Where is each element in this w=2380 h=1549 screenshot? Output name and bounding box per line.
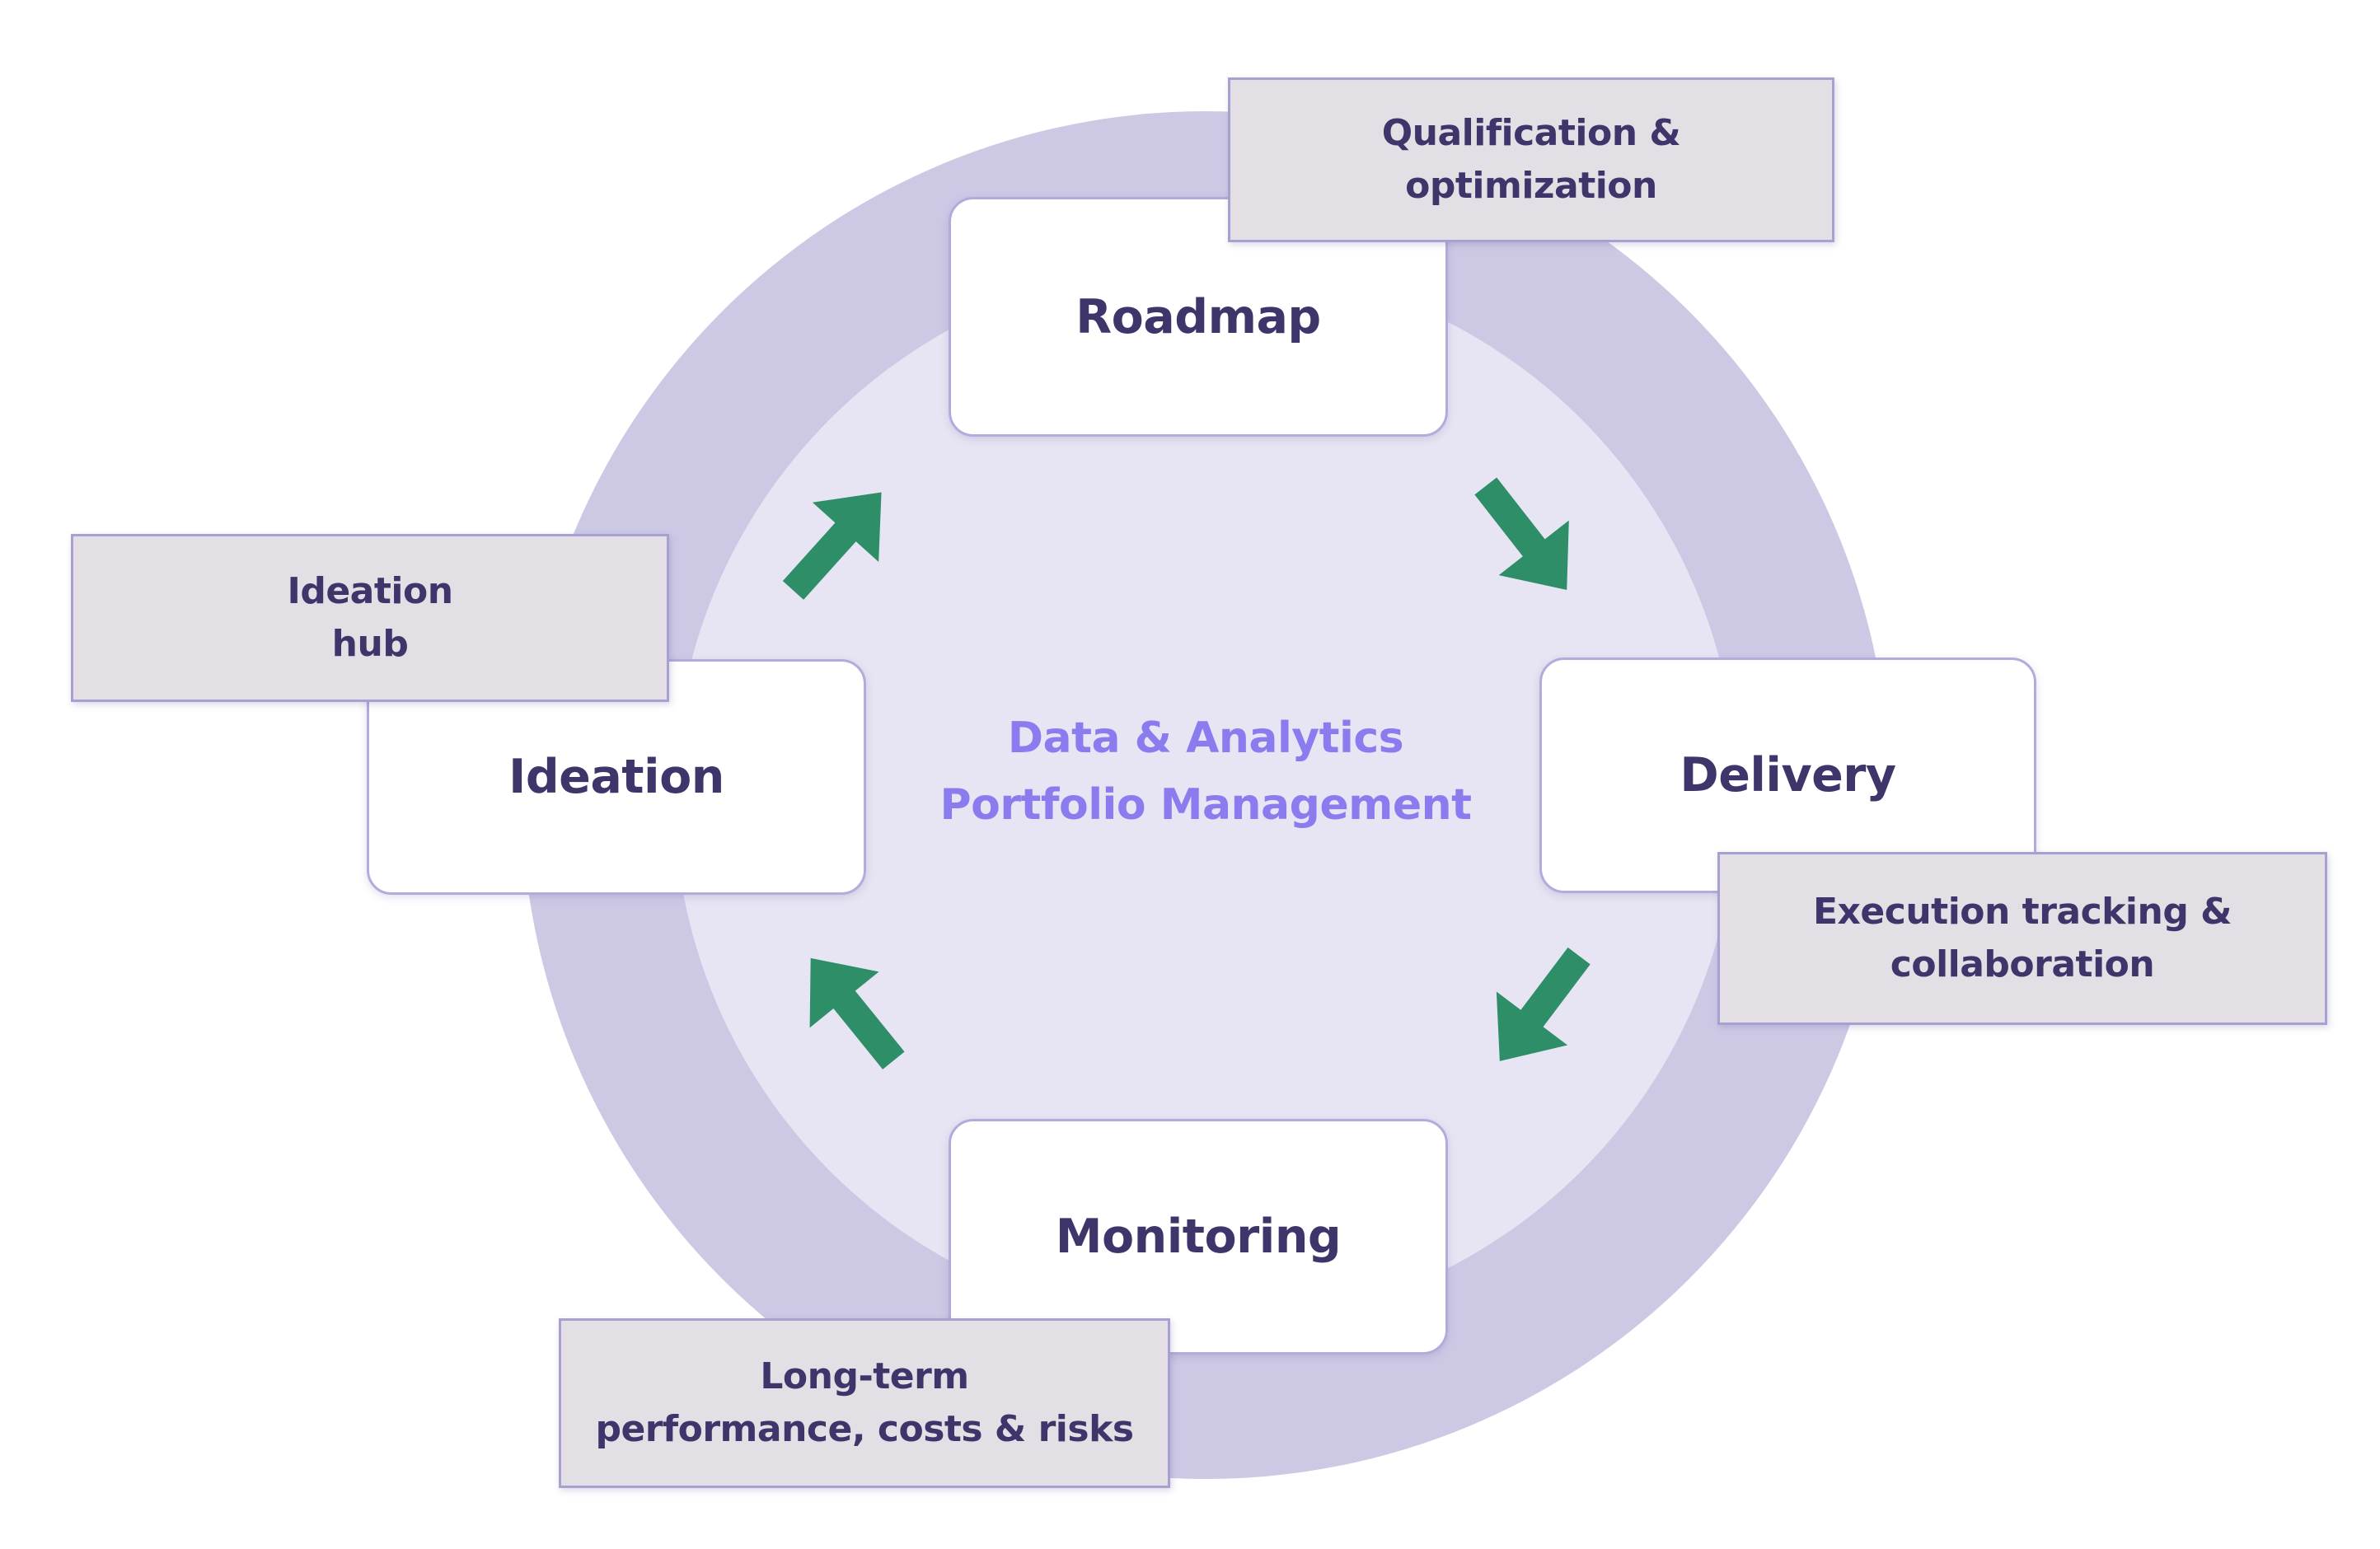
stage-label-ideation: Ideation <box>508 750 724 804</box>
diagram-title-line2: Portfolio Management <box>939 779 1472 830</box>
callout-longterm-line1: Long-term <box>760 1355 969 1398</box>
callout-qualification-line1: Qualification & <box>1381 112 1681 155</box>
callout-qualification-optimization: Qualification & optimization <box>1228 77 1834 242</box>
stage-card-monitoring: Monitoring <box>949 1119 1448 1355</box>
arrow-monitoring-to-ideation-icon <box>809 957 905 1069</box>
arrow-ideation-to-roadmap-icon <box>782 492 882 600</box>
callout-longterm-performance: Long-term performance, costs & risks <box>559 1318 1170 1488</box>
stage-label-monitoring: Monitoring <box>1055 1210 1342 1264</box>
callout-qualification-line2: optimization <box>1405 165 1657 207</box>
callout-ideation-hub-line1: Ideation <box>287 570 453 613</box>
callout-longterm-line2: performance, costs & risks <box>595 1408 1134 1450</box>
diagram-title-line1: Data & Analytics <box>1007 714 1404 763</box>
callout-execution-line2: collaboration <box>1890 943 2155 985</box>
callout-execution-tracking: Execution tracking & collaboration <box>1717 852 2327 1025</box>
stage-label-roadmap: Roadmap <box>1075 289 1321 344</box>
diagram-title: Data & Analytics Portfolio Management <box>794 705 1618 838</box>
arrow-delivery-to-monitoring-icon <box>1496 947 1591 1061</box>
callout-ideation-hub: Ideation hub <box>71 534 669 702</box>
callout-execution-line1: Execution tracking & <box>1812 891 2232 934</box>
arrow-roadmap-to-delivery-icon <box>1474 477 1569 591</box>
stage-label-delivery: Delivery <box>1680 748 1896 803</box>
callout-ideation-hub-line2: hub <box>331 623 409 665</box>
